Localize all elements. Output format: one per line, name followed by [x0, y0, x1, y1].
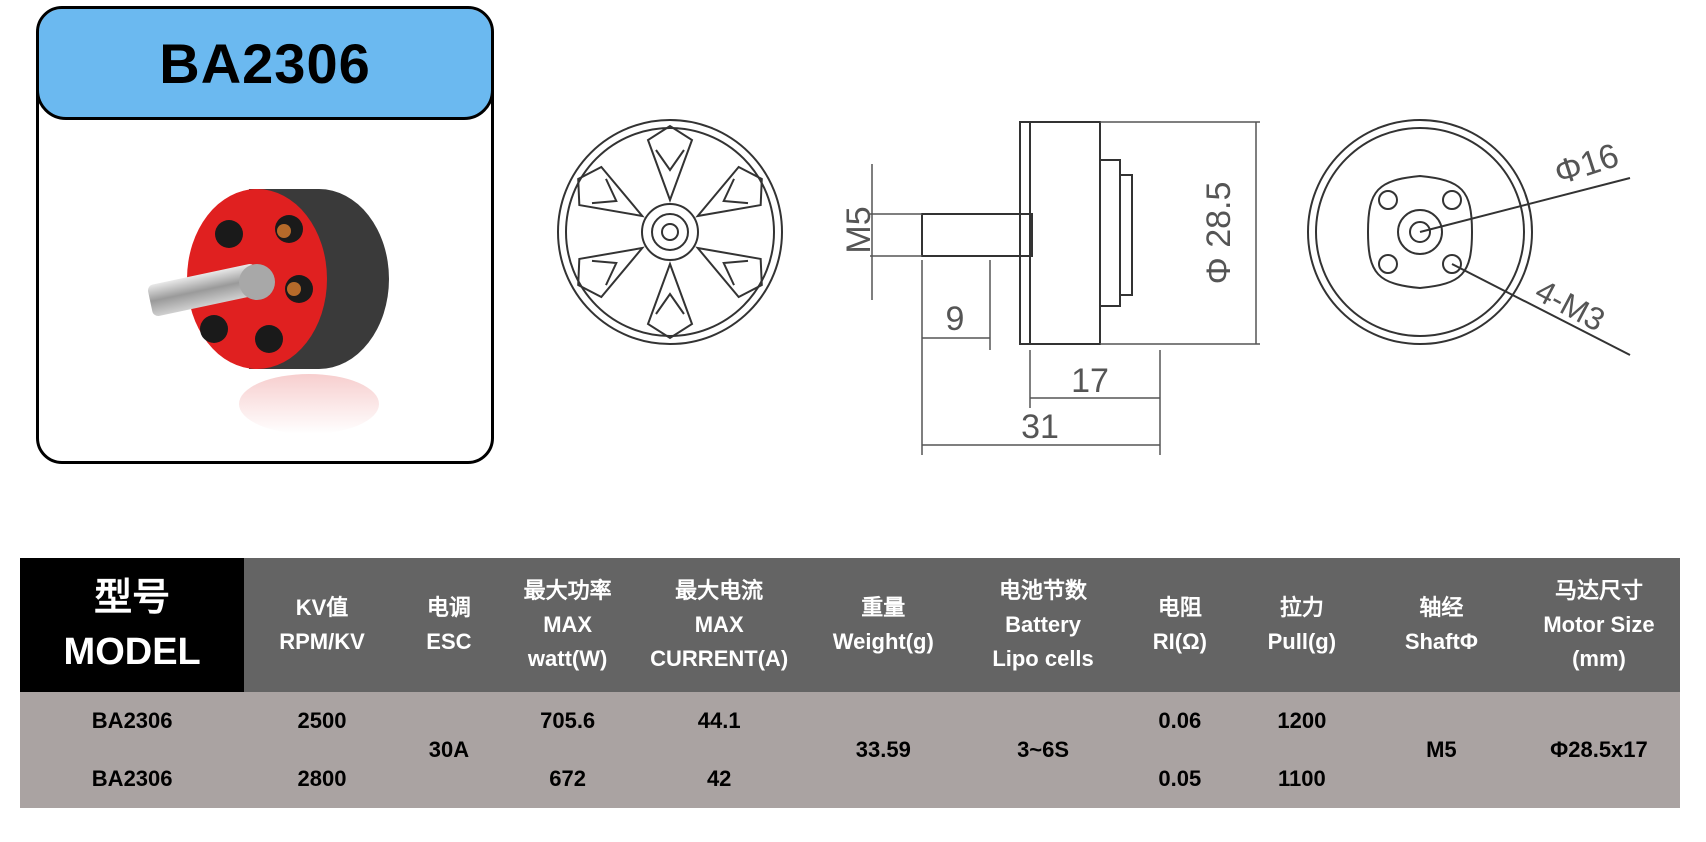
- dim-diameter: Φ 28.5: [1200, 182, 1238, 285]
- dim-shaft-thread: M5: [840, 206, 878, 253]
- cell-pull: 1100: [1238, 750, 1365, 808]
- side-view: [921, 121, 1133, 345]
- dimension-lines: [870, 121, 1260, 455]
- front-view: [557, 119, 783, 345]
- cell-shaft: M5: [1364, 692, 1518, 808]
- product-card: BA2306: [36, 6, 494, 464]
- cell-power: 705.6: [498, 692, 638, 750]
- cell-size: Φ28.5x17: [1517, 692, 1680, 808]
- cell-model: BA2306: [20, 750, 245, 808]
- cell-resistance: 0.05: [1120, 750, 1239, 808]
- motor-photo: [147, 189, 389, 434]
- dim-body-length: 17: [1071, 362, 1109, 400]
- table-row: BA2306 2800 672 42 0.05 1100: [20, 750, 1680, 808]
- cell-current: 42: [637, 750, 802, 808]
- dim-total-length: 31: [1021, 408, 1059, 446]
- cell-model: BA2306: [20, 692, 245, 750]
- cell-pull: 1200: [1238, 692, 1365, 750]
- cell-power: 672: [498, 750, 638, 808]
- dim-shaft-length: 9: [946, 300, 965, 338]
- dim-bolt-circle: Φ16: [1550, 136, 1624, 192]
- table-row: BA2306 2500 30A 705.6 44.1 33.59 3~6S 0.…: [20, 692, 1680, 808]
- cell-weight: 33.59: [801, 692, 966, 808]
- product-title: BA2306: [159, 31, 371, 95]
- cell-current: 44.1: [637, 692, 802, 750]
- product-card-header: BA2306: [39, 9, 491, 120]
- cell-kv: 2800: [244, 750, 400, 808]
- cell-cells: 3~6S: [965, 692, 1121, 808]
- cell-kv: 2500: [244, 692, 400, 750]
- dim-mount-holes: 4-M3: [1530, 272, 1611, 338]
- back-view: [1307, 119, 1631, 356]
- cell-esc: 30A: [399, 692, 499, 808]
- cell-resistance: 0.06: [1120, 692, 1239, 750]
- dimension-drawing: M5 9 17 31 Φ 28.5 Φ16 4-M3: [557, 119, 1631, 455]
